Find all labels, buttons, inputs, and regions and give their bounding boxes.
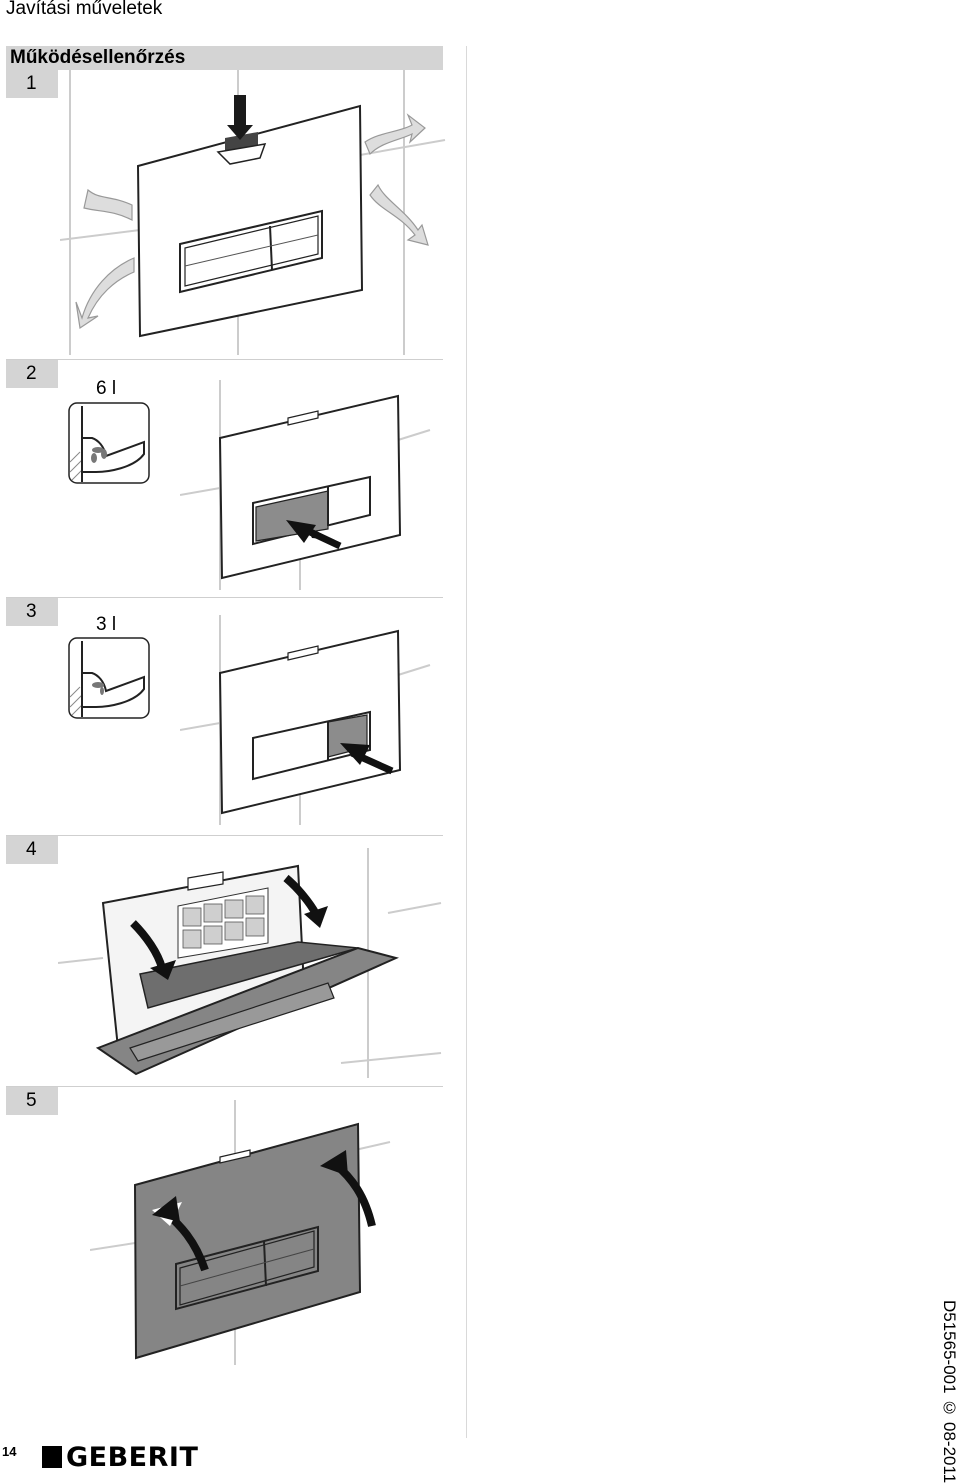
arrow-icon bbox=[340, 743, 394, 775]
column-divider bbox=[466, 46, 467, 1438]
section-title: Működésellenőrzés bbox=[10, 47, 186, 68]
arrow-icon bbox=[227, 95, 253, 140]
section-title-bar: Működésellenőrzés bbox=[6, 46, 443, 70]
page-header-title: Javítási műveletek bbox=[6, 0, 163, 19]
toilet-flush-icon bbox=[68, 637, 150, 719]
step-4-illustration bbox=[58, 848, 442, 1078]
logo-square-icon bbox=[42, 1446, 62, 1468]
step-separator bbox=[6, 597, 443, 598]
step-5-illustration bbox=[90, 1100, 391, 1365]
flush-volume-label: 6 l bbox=[96, 378, 117, 399]
step-number-2: 2 bbox=[6, 360, 58, 388]
toilet-flush-icon bbox=[68, 402, 150, 484]
step-2-illustration bbox=[180, 380, 431, 590]
step-separator bbox=[6, 835, 443, 836]
step-1-illustration bbox=[60, 70, 446, 355]
brand-logo: GEBERIT bbox=[42, 1441, 199, 1473]
step-number-1: 1 bbox=[6, 70, 58, 98]
step-number-5: 5 bbox=[6, 1087, 58, 1115]
step-3-illustration bbox=[180, 615, 431, 825]
arrow-icon bbox=[286, 520, 342, 550]
step-separator bbox=[6, 359, 443, 360]
step-number-4: 4 bbox=[6, 836, 58, 864]
step-number-3: 3 bbox=[6, 598, 58, 626]
flush-volume-label: 3 l bbox=[96, 614, 117, 635]
step-separator bbox=[6, 1086, 443, 1087]
page-number: 14 bbox=[2, 1444, 17, 1459]
brand-name: GEBERIT bbox=[66, 1441, 199, 1473]
document-reference: D51565-001 © 08-2011 bbox=[940, 1300, 959, 1483]
